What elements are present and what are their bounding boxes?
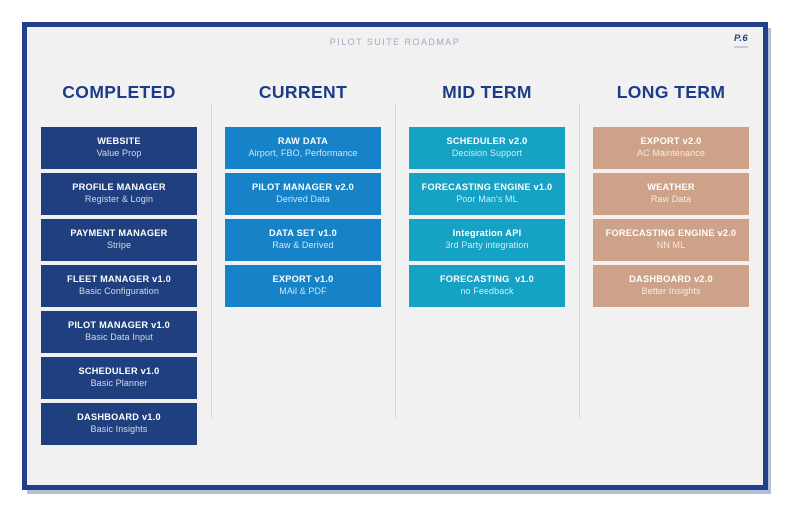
card-subtitle: Derived Data (276, 194, 330, 205)
card-title: EXPORT v2.0 (640, 135, 702, 146)
deck-title: PILOT SUITE ROADMAP (329, 37, 461, 47)
card-subtitle: Basic Planner (90, 378, 148, 389)
card-subtitle: MAil & PDF (279, 286, 327, 297)
card-subtitle: Register & Login (84, 194, 154, 205)
card-title: FORECASTING v1.0 (439, 273, 535, 284)
roadmap-card[interactable]: FORECASTING v1.0 no Feedback (409, 265, 565, 307)
card-subtitle: AC Maintenance (637, 148, 705, 159)
page-number-underline (734, 46, 748, 48)
card-subtitle: 3rd Party integration (445, 240, 529, 251)
card-title: Integration API (452, 227, 522, 238)
page-marker: P.6 (734, 33, 748, 48)
card-title: DASHBOARD v1.0 (77, 411, 161, 422)
card-subtitle: Better Insights (641, 286, 701, 297)
card-title: FLEET MANAGER v1.0 (66, 273, 172, 284)
column-heading-completed: COMPLETED (62, 82, 176, 102)
card-title: PILOT MANAGER v1.0 (67, 319, 170, 330)
card-title: FORECASTING ENGINE v1.0 (421, 181, 553, 192)
roadmap-card[interactable]: RAW DATA Airport, FBO, Performance (225, 127, 381, 169)
card-subtitle: no Feedback (460, 286, 514, 297)
card-subtitle: Airport, FBO, Performance (248, 148, 358, 159)
roadmap-card[interactable]: Integration API 3rd Party integration (409, 219, 565, 261)
card-title: RAW DATA (277, 135, 329, 146)
card-title: SCHEDULER v1.0 (78, 365, 160, 376)
slide-header: PILOT SUITE ROADMAP P.6 (27, 27, 763, 73)
card-title: DATA SET v1.0 (269, 227, 337, 238)
card-title: FORECASTING ENGINE v2.0 (605, 227, 737, 238)
card-subtitle: Basic Configuration (79, 286, 159, 297)
roadmap-card[interactable]: PROFILE MANAGER Register & Login (41, 173, 197, 215)
card-subtitle: Decision Support (451, 148, 523, 159)
card-title: SCHEDULER v2.0 (446, 135, 528, 146)
roadmap-card[interactable]: WEATHER Raw Data (593, 173, 749, 215)
card-title: PILOT MANAGER v2.0 (251, 181, 354, 192)
roadmap-card[interactable]: PAYMENT MANAGER Stripe (41, 219, 197, 261)
roadmap-card[interactable]: FORECASTING ENGINE v2.0 NN ML (593, 219, 749, 261)
roadmap-slide: PILOT SUITE ROADMAP P.6 COMPLETED WEBSITE… (22, 22, 768, 490)
roadmap-card[interactable]: WEBSITE Value Prop (41, 127, 197, 169)
roadmap-card[interactable]: EXPORT v2.0 AC Maintenance (593, 127, 749, 169)
card-subtitle: Raw & Derived (272, 240, 334, 251)
card-title: EXPORT v1.0 (272, 273, 334, 284)
card-subtitle: Stripe (106, 240, 132, 251)
card-subtitle: NN ML (656, 240, 686, 251)
card-subtitle: Value Prop (96, 148, 142, 159)
page-number: P.6 (734, 33, 748, 44)
card-title: PROFILE MANAGER (72, 181, 166, 192)
card-title: PAYMENT MANAGER (70, 227, 168, 238)
column-heading-mid-term: MID TERM (442, 82, 532, 102)
column-heading-long-term: LONG TERM (616, 82, 726, 102)
card-subtitle: Poor Man's ML (456, 194, 518, 205)
column-heading-current: CURRENT (258, 82, 348, 102)
card-subtitle: Basic Data Input (85, 332, 153, 343)
roadmap-column-current: CURRENT RAW DATA Airport, FBO, Performance… (211, 82, 395, 482)
card-subtitle: Basic Insights (90, 424, 148, 435)
card-title: WEBSITE (97, 135, 141, 146)
card-subtitle: Raw Data (650, 194, 692, 205)
card-title: WEATHER (647, 181, 695, 192)
card-title: DASHBOARD v2.0 (629, 273, 713, 284)
